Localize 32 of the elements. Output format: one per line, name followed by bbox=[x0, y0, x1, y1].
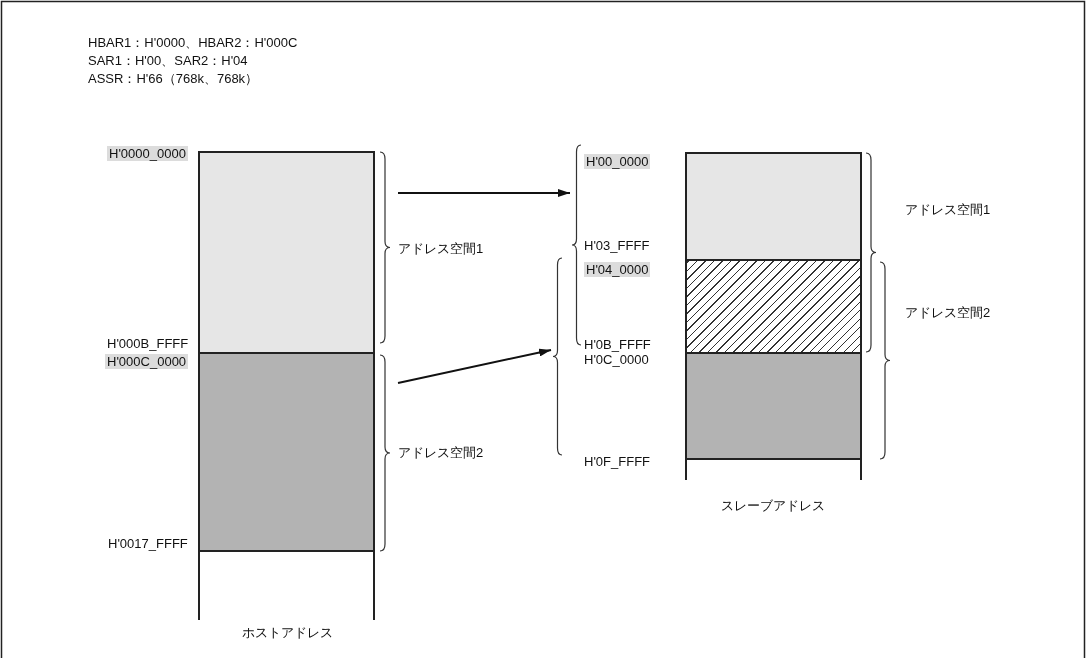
address-space-label: アドレス空間2 bbox=[905, 305, 991, 320]
address-label: H'0B_FFFF bbox=[584, 337, 651, 352]
address-label: H'00_0000 bbox=[584, 154, 651, 169]
address-space-label: アドレス空間1 bbox=[398, 241, 484, 256]
arrow bbox=[397, 348, 552, 384]
address-label: H'0017_FFFF bbox=[108, 536, 188, 551]
axis-caption: ホストアドレス bbox=[241, 625, 333, 640]
address-label: H'000C_0000 bbox=[105, 354, 189, 369]
curly-brace bbox=[380, 152, 390, 343]
memory-block bbox=[685, 152, 862, 261]
arrow bbox=[397, 189, 571, 197]
register-setting-note: HBAR1：H'0000、HBAR2：H'000C bbox=[88, 35, 298, 50]
memory-block bbox=[198, 352, 375, 552]
curly-brace bbox=[553, 258, 562, 455]
address-label: H'0F_FFFF bbox=[584, 454, 651, 469]
address-label: H'04_0000 bbox=[584, 262, 651, 277]
curly-brace bbox=[880, 262, 890, 459]
address-label: H'03_FFFF bbox=[584, 238, 650, 253]
address-label: H'0C_0000 bbox=[584, 352, 649, 367]
axis-caption: スレーブアドレス bbox=[721, 498, 825, 513]
address-space-label: アドレス空間2 bbox=[398, 445, 484, 460]
curly-brace bbox=[866, 153, 876, 352]
register-setting-note: ASSR：H'66（768k、768k） bbox=[88, 71, 259, 86]
memory-block bbox=[198, 151, 375, 354]
address-space-label: アドレス空間1 bbox=[905, 202, 991, 217]
curly-brace bbox=[380, 355, 390, 551]
curly-brace bbox=[572, 145, 581, 345]
address-label: H'0000_0000 bbox=[107, 146, 188, 161]
address-label: H'000B_FFFF bbox=[107, 336, 189, 351]
hatched-memory-block bbox=[685, 259, 862, 354]
register-setting-note: SAR1：H'00、SAR2：H'04 bbox=[88, 53, 248, 68]
memory-block bbox=[685, 352, 862, 460]
